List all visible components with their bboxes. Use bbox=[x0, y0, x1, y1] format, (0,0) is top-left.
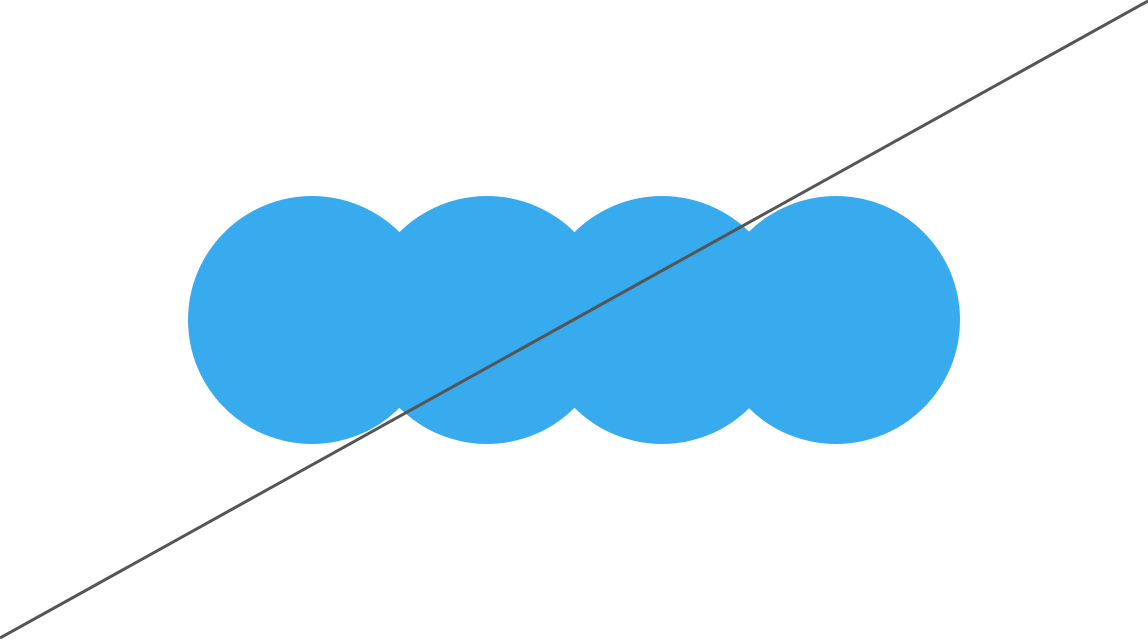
blue-circle bbox=[712, 196, 960, 444]
blue-circle bbox=[538, 196, 786, 444]
blue-circle bbox=[188, 196, 436, 444]
circle-group bbox=[188, 196, 960, 444]
blue-circle bbox=[363, 196, 611, 444]
